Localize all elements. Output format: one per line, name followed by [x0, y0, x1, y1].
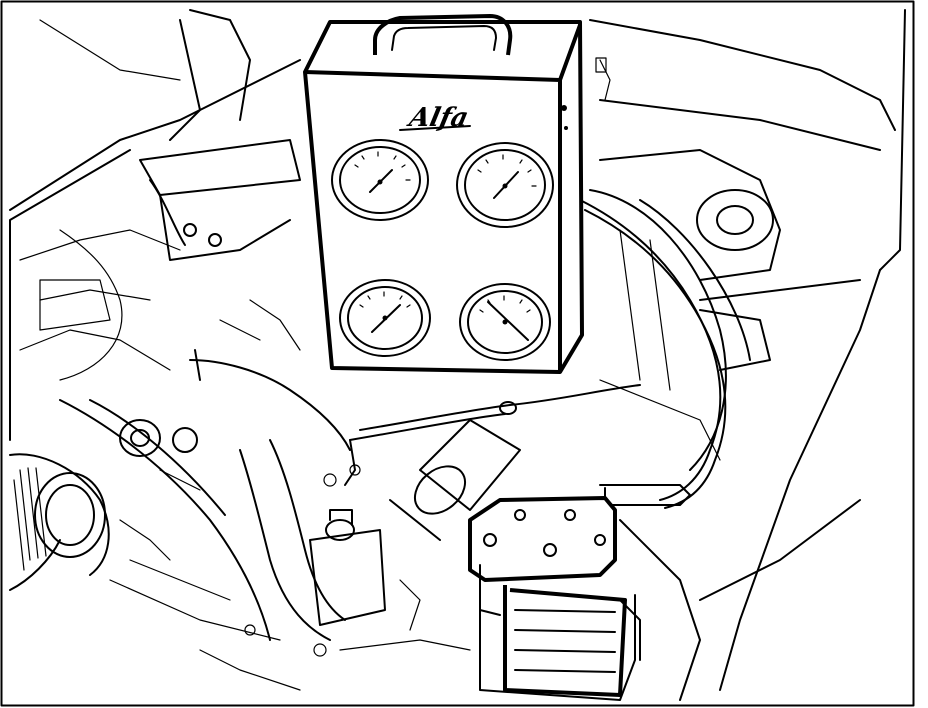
filler-cap	[309, 509, 386, 626]
case-handle	[373, 14, 513, 56]
control-unit	[468, 496, 641, 701]
canister	[389, 419, 521, 541]
pulley	[119, 419, 198, 457]
air-filter-housing	[589, 149, 781, 471]
engine-details	[119, 57, 611, 691]
gauge-hoses	[344, 199, 727, 509]
intake-assembly	[39, 139, 301, 381]
corrugated-hose	[9, 453, 110, 591]
gauge-top-right	[456, 142, 554, 228]
logo-underline	[399, 125, 471, 131]
gauge-case	[303, 14, 584, 374]
gauge-bottom-right	[459, 283, 551, 361]
coolant-hoses	[59, 349, 351, 641]
gauge-top-left	[331, 139, 429, 221]
gauge-bottom-left	[339, 279, 431, 357]
